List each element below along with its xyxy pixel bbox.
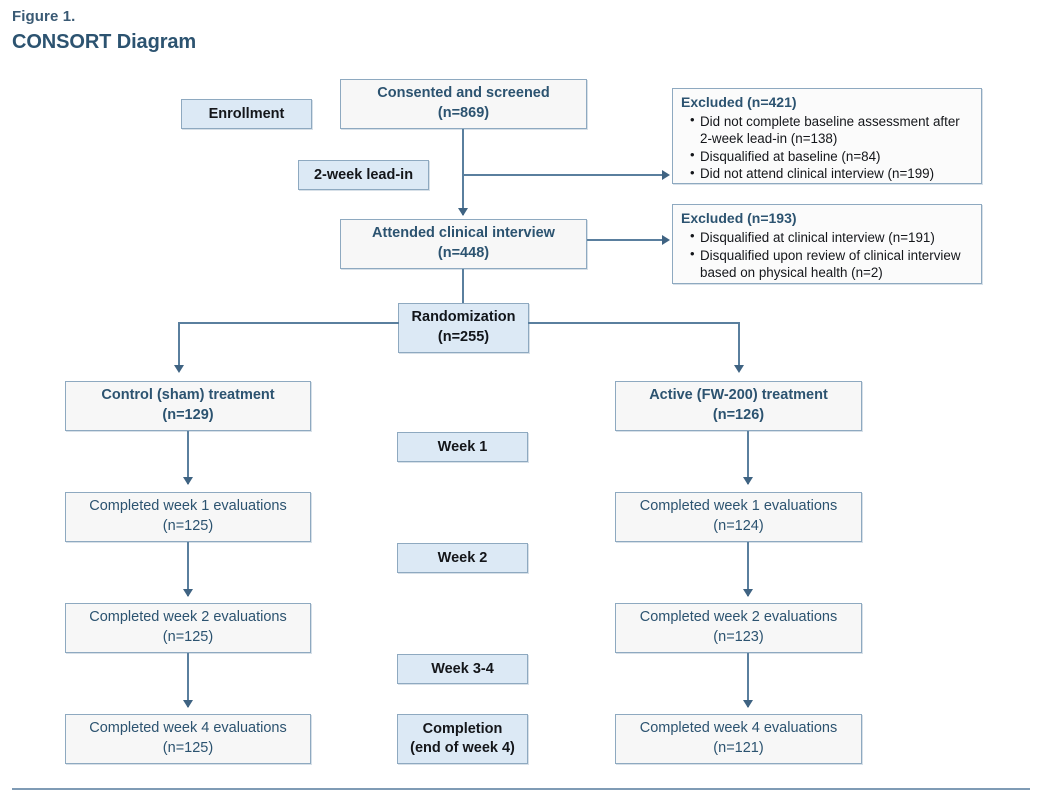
connector-control-treatment-to-week1	[187, 431, 189, 484]
stage-label-week-1: Week 1	[397, 432, 528, 462]
excluded-box-2-heading: Excluded (n=193)	[681, 210, 797, 226]
excluded-box-2-item: Disqualified at clinical interview (n=19…	[690, 228, 974, 246]
node-control-treatment: Control (sham) treatment (n=129)	[65, 381, 311, 431]
stage-label-week-3-4-text: Week 3-4	[431, 660, 494, 677]
arrowhead-active-week4	[743, 700, 753, 708]
arrowhead-active-week1	[743, 477, 753, 485]
node-active-week1-count: (n=124)	[713, 518, 764, 534]
stage-label-week-1-text: Week 1	[437, 438, 488, 455]
excluded-box-1-heading: Excluded (n=421)	[681, 94, 797, 110]
connector-to-excluded-1	[462, 174, 663, 176]
node-active-week1-label: Completed week 1 evaluations	[639, 498, 838, 515]
page-title: CONSORT Diagram	[12, 31, 197, 53]
figure-label: Figure 1.	[12, 8, 76, 25]
connector-randomization-right-drop	[738, 322, 740, 369]
node-control-week4-label: Completed week 4 evaluations	[89, 720, 287, 737]
node-consented-label: Consented and screened	[377, 85, 550, 102]
connector-control-week1-to-week2	[187, 542, 189, 596]
excluded-box-2-list: Disqualified at clinical interview (n=19…	[681, 228, 974, 281]
connector-to-excluded-2	[587, 239, 663, 241]
node-control-week1-count: (n=125)	[162, 518, 214, 534]
arrowhead-control-week2	[183, 589, 193, 597]
node-active-week2-count: (n=123)	[713, 629, 764, 645]
node-active-week4: Completed week 4 evaluations (n=121)	[615, 714, 862, 764]
node-control-week4-count: (n=125)	[162, 740, 214, 756]
connector-control-week2-to-week4	[187, 653, 189, 707]
node-control-week2-count: (n=125)	[162, 629, 214, 645]
node-active-week2-label: Completed week 2 evaluations	[639, 609, 838, 626]
node-active-treatment-label: Active (FW-200) treatment	[649, 387, 828, 404]
excluded-box-1-item: Did not complete baseline assessment aft…	[690, 112, 974, 147]
connector-randomization-right-wing	[528, 322, 740, 324]
node-active-week4-count: (n=121)	[713, 740, 764, 756]
stage-label-enrollment: Enrollment	[181, 99, 312, 129]
connector-active-week2-to-week4	[747, 653, 749, 707]
node-attended-count: (n=448)	[437, 245, 490, 261]
connector-active-week1-to-week2	[747, 542, 749, 596]
excluded-box-1-item: Disqualified at baseline (n=84)	[690, 147, 974, 165]
arrowhead-to-excluded-1	[662, 170, 670, 180]
excluded-box-1-item: Did not attend clinical interview (n=199…	[690, 165, 974, 182]
node-attended-clinical-interview: Attended clinical interview (n=448)	[340, 219, 587, 269]
node-control-treatment-count: (n=129)	[162, 407, 214, 423]
connector-consented-to-attended	[462, 129, 464, 215]
node-active-treatment: Active (FW-200) treatment (n=126)	[615, 381, 862, 431]
arrowhead-consented-to-attended	[458, 208, 468, 216]
node-consented-count: (n=869)	[437, 105, 490, 121]
stage-label-completion-line2: (end of week 4)	[410, 740, 515, 756]
node-control-week4: Completed week 4 evaluations (n=125)	[65, 714, 311, 764]
node-control-week2-label: Completed week 2 evaluations	[89, 609, 287, 626]
stage-label-enrollment-text: Enrollment	[208, 105, 285, 122]
connector-attended-to-randomization	[462, 269, 464, 303]
node-randomization-count: (n=255)	[437, 329, 490, 345]
stage-label-lead-in: 2-week lead-in	[298, 160, 429, 190]
node-attended-label: Attended clinical interview	[372, 225, 555, 242]
node-active-week1: Completed week 1 evaluations (n=124)	[615, 492, 862, 542]
node-active-week2: Completed week 2 evaluations (n=123)	[615, 603, 862, 653]
arrowhead-control-week1	[183, 477, 193, 485]
arrowhead-to-excluded-2	[662, 235, 670, 245]
node-control-treatment-label: Control (sham) treatment	[101, 387, 275, 404]
node-consented-and-screened: Consented and screened (n=869)	[340, 79, 587, 129]
excluded-box-1: Excluded (n=421) Did not complete baseli…	[672, 88, 982, 184]
node-active-week4-label: Completed week 4 evaluations	[639, 720, 838, 737]
excluded-box-2-item: Disqualified upon review of clinical int…	[690, 246, 974, 281]
excluded-box-2: Excluded (n=193) Disqualified at clinica…	[672, 204, 982, 284]
stage-label-week-2-text: Week 2	[437, 549, 488, 566]
arrowhead-control-week4	[183, 700, 193, 708]
node-control-week1-label: Completed week 1 evaluations	[89, 498, 287, 515]
connector-active-treatment-to-week1	[747, 431, 749, 484]
footer-divider	[12, 788, 1030, 790]
node-randomization-label: Randomization	[411, 309, 516, 326]
stage-label-week-2: Week 2	[397, 543, 528, 573]
stage-label-completion: Completion (end of week 4)	[397, 714, 528, 764]
node-active-treatment-count: (n=126)	[712, 407, 765, 423]
stage-label-lead-in-text: 2-week lead-in	[313, 166, 414, 183]
connector-randomization-left-wing	[179, 322, 399, 324]
node-control-week2: Completed week 2 evaluations (n=125)	[65, 603, 311, 653]
connector-randomization-left-drop	[178, 322, 180, 369]
arrowhead-to-active-arm	[734, 365, 744, 373]
stage-label-week-3-4: Week 3-4	[397, 654, 528, 684]
arrowhead-active-week2	[743, 589, 753, 597]
node-control-week1: Completed week 1 evaluations (n=125)	[65, 492, 311, 542]
stage-label-completion-line1: Completion	[422, 721, 503, 738]
excluded-box-1-list: Did not complete baseline assessment aft…	[681, 112, 974, 183]
arrowhead-to-control-arm	[174, 365, 184, 373]
node-randomization: Randomization (n=255)	[398, 303, 529, 353]
